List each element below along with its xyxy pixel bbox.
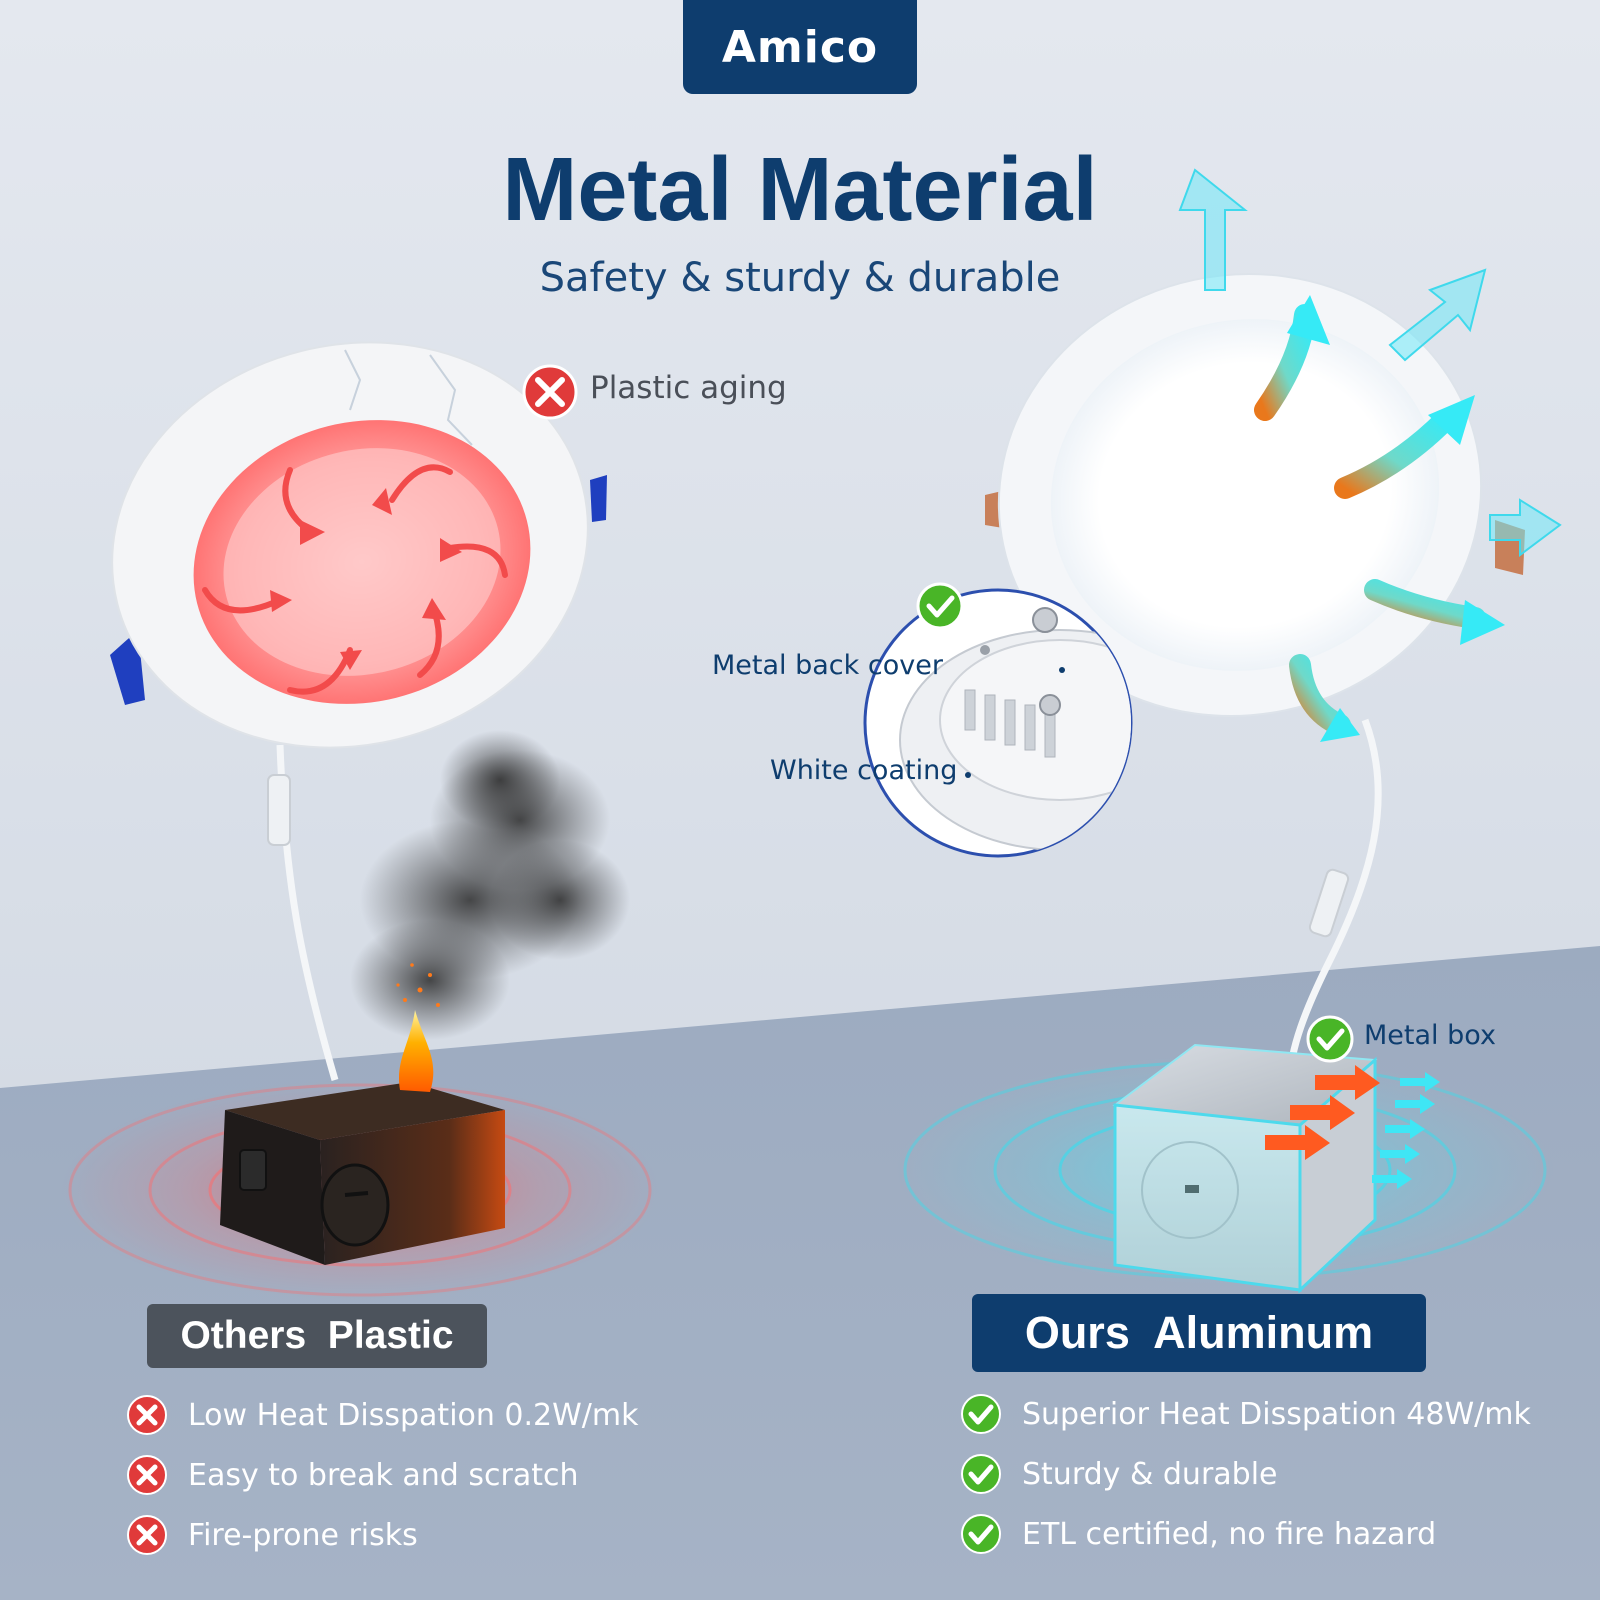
metal-back-cover-check-icon: [916, 582, 964, 630]
airflow-arrowheads: [1287, 295, 1505, 742]
feature-text: ETL certified, no fire hazard: [1022, 1516, 1437, 1552]
brand-name: Amico: [721, 21, 879, 73]
feature-text: Easy to break and scratch: [188, 1457, 579, 1493]
aluminum-downlight: [985, 273, 1525, 717]
feature-text: Fire-prone risks: [188, 1517, 418, 1553]
metal-back-cover-inset: [863, 588, 1133, 858]
metal-junction-box: [1112, 1043, 1378, 1294]
list-item: ETL certified, no fire hazard: [960, 1504, 1531, 1564]
plastic-aging-icon: [522, 364, 578, 420]
feature-text: Superior Heat Disspation 48W/mk: [1022, 1396, 1531, 1432]
list-item: Low Heat Disspation 0.2W/mk: [126, 1385, 639, 1445]
x-circle-icon: [127, 1395, 167, 1435]
ours-aluminum-label: Ours Aluminum: [972, 1294, 1426, 1372]
page-title: Metal Material: [502, 140, 1098, 240]
left-connector: [267, 774, 291, 846]
flame: [396, 963, 440, 1092]
callout-metal-box: Metal box: [1364, 1020, 1496, 1051]
smoke: [350, 730, 630, 1040]
right-connector: [1308, 868, 1350, 938]
feature-text: Sturdy & durable: [1022, 1456, 1278, 1492]
callout-white-coating: White coating: [770, 755, 958, 786]
airflow-wireframe-arrows: [1178, 168, 1562, 557]
right-cable: [1286, 718, 1382, 1081]
list-item: Fire-prone risks: [126, 1505, 639, 1565]
check-circle-icon: [961, 1454, 1001, 1494]
x-circle-icon: [127, 1515, 167, 1555]
feature-text: Low Heat Disspation 0.2W/mk: [188, 1397, 639, 1433]
heat-exit-arrows: [1265, 1065, 1440, 1189]
callout-metal-back-cover: Metal back cover: [712, 650, 943, 681]
check-circle-icon: [961, 1514, 1001, 1554]
brand-logo: Amico: [683, 0, 917, 94]
plastic-drawbacks-list: Low Heat Disspation 0.2W/mk Easy to brea…: [126, 1385, 639, 1565]
list-item: Easy to break and scratch: [126, 1445, 639, 1505]
plastic-junction-box: [220, 1082, 505, 1265]
others-plastic-label: Others Plastic: [147, 1304, 487, 1368]
aluminum-benefits-list: Superior Heat Disspation 48W/mk Sturdy &…: [960, 1384, 1531, 1564]
check-circle-icon: [961, 1394, 1001, 1434]
x-circle-icon: [127, 1455, 167, 1495]
page-subtitle: Safety & sturdy & durable: [539, 255, 1061, 301]
plastic-downlight: [110, 341, 607, 749]
list-item: Sturdy & durable: [960, 1444, 1531, 1504]
list-item: Superior Heat Disspation 48W/mk: [960, 1384, 1531, 1444]
metal-box-check-icon: [1306, 1015, 1354, 1063]
callout-plastic-aging: Plastic aging: [590, 370, 787, 406]
